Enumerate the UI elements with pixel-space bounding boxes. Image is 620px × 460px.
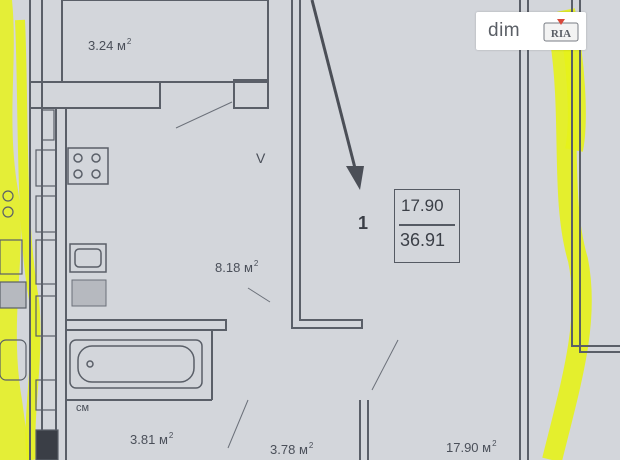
watermark-text: dim	[488, 20, 521, 41]
left-circle-2	[2, 206, 14, 218]
total-area: 36.91	[400, 230, 446, 250]
room-area-value: 3.24	[88, 38, 114, 53]
wall-partition	[291, 0, 363, 329]
wall-column-left	[29, 0, 43, 460]
room-area-unit-sup: 2	[492, 439, 497, 448]
room-area-unit-sup: 2	[126, 37, 132, 46]
room-mark: V	[256, 150, 266, 166]
vent-6	[35, 379, 57, 411]
wall-stub	[359, 400, 369, 460]
area-divider	[399, 224, 455, 226]
counter-hatch	[71, 279, 107, 307]
left-hatch-1	[0, 281, 27, 309]
room-area-unit-sup: 2	[308, 441, 314, 450]
wall-room-a	[61, 0, 269, 83]
watermark: dim RIA	[476, 12, 586, 50]
room-area-value: 17.90	[446, 440, 479, 455]
vent-4	[35, 239, 57, 285]
vent-1	[41, 109, 55, 141]
bath-label: см	[76, 402, 90, 414]
door-swing-1	[371, 339, 399, 391]
guide-line-2	[247, 287, 271, 303]
wall-column-left-2	[55, 108, 67, 460]
door-swing-2	[227, 399, 249, 449]
vent-5	[35, 295, 57, 337]
highlight-left	[0, 0, 30, 460]
bottom-block	[35, 429, 59, 460]
room-area-label: 3.81 м2	[130, 431, 174, 447]
stove	[67, 147, 109, 185]
svg-text:RIA: RIA	[551, 28, 571, 40]
room-area-unit-sup: 2	[168, 431, 174, 440]
wall-bath-top	[66, 319, 227, 331]
guide-line-1	[175, 101, 233, 129]
room-area-label: 17.90 м2	[446, 439, 497, 455]
highlight-left-inner	[15, 19, 41, 460]
living-area: 17.90	[401, 196, 444, 215]
room-area-label: 3.24 м2	[88, 37, 132, 53]
wall-room-a-bottom	[30, 81, 161, 109]
wall-right-block	[519, 0, 529, 460]
room-area-unit: м	[116, 38, 126, 53]
left-circle-1	[2, 190, 14, 202]
room-area-label: 8.18 м2	[215, 259, 259, 275]
room-area-value: 3.78	[270, 442, 296, 457]
room-area-value: 8.18	[215, 260, 241, 275]
vent-3	[35, 195, 57, 233]
room-area-unit: м	[158, 432, 168, 447]
apartment-number: 1	[358, 213, 369, 233]
ria-logo-icon: RIA	[543, 19, 579, 42]
room-area-unit: м	[243, 260, 253, 275]
pointer-arrow	[310, 0, 364, 190]
room-area-unit-sup: 2	[253, 259, 259, 268]
room-area-unit: м	[482, 440, 492, 455]
left-toilet	[0, 339, 27, 381]
apartment-area-box: 17.90 36.91	[394, 189, 460, 263]
sink	[69, 243, 107, 273]
bathtub	[69, 339, 203, 389]
vent-2	[35, 149, 57, 187]
left-hatch-2	[0, 239, 23, 275]
highlight-right	[542, 38, 592, 460]
room-area-unit: м	[298, 442, 308, 457]
wall-block	[233, 79, 269, 109]
room-area-label: 3.78 м2	[270, 441, 314, 457]
wall-right-room	[571, 0, 620, 353]
room-area-value: 3.81	[130, 432, 156, 447]
